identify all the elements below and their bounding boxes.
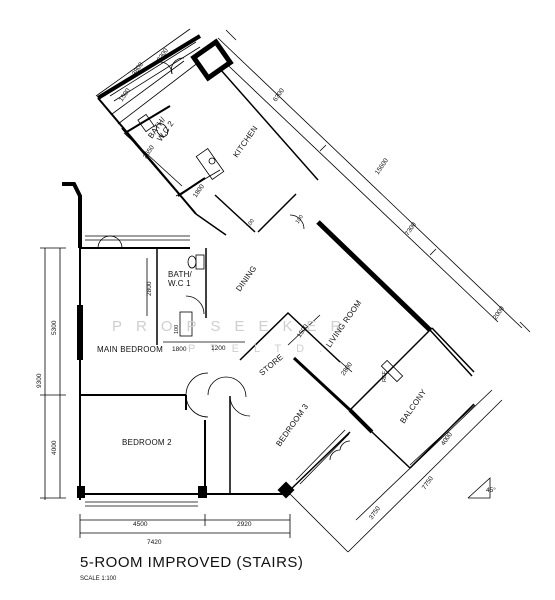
north-arrow: 45° — [467, 477, 496, 499]
dim-2920: 2920 — [237, 521, 252, 528]
dim-4000-left: 4000 — [51, 440, 58, 455]
bs-tag-1: 100 — [246, 218, 256, 229]
room-label-store: STORE — [258, 352, 286, 377]
dim-2000: 2000 — [492, 305, 506, 321]
dim-15600: 15600 — [374, 157, 390, 176]
dim-4500: 4500 — [133, 521, 148, 528]
watermark-line2: P T E L T D . — [188, 343, 328, 355]
dim-2800-bath: 2800 — [146, 281, 153, 296]
dimension-lines — [40, 28, 531, 553]
fixtures — [137, 113, 404, 383]
dim-9300: 9300 — [36, 373, 43, 388]
dim-2650: 2650 — [142, 144, 156, 160]
dim-7420: 7420 — [147, 539, 162, 546]
dim-7300: 7300 — [404, 221, 418, 237]
windows — [85, 41, 350, 507]
plan-title: 5-ROOM IMPROVED (STAIRS) — [80, 554, 303, 571]
room-label-bath-wc1-line2: W.C 1 — [168, 279, 191, 288]
dim-4000-balcony: 4000 — [440, 431, 454, 447]
dim-5300: 5300 — [51, 320, 58, 335]
dim-1800-bath: 1800 — [172, 346, 187, 353]
room-label-balcony: BALCONY — [398, 387, 428, 425]
watermark-line1: PROPSEEKER — [112, 318, 355, 335]
room-label-bedroom3: BEDROOM 3 — [274, 402, 310, 448]
room-label-dining: DINING — [234, 264, 258, 293]
bs-tags: 100 100 100 REF — [174, 214, 388, 382]
door-swings — [97, 57, 351, 461]
room-label-bedroom2: BEDROOM 2 — [122, 438, 172, 447]
bs-tag-2: 100 — [295, 214, 305, 225]
plan-scale: SCALE 1:100 — [80, 576, 117, 582]
room-label-bath-wc1-line1: BATH/ — [168, 270, 193, 279]
room-label-main-bedroom: MAIN BEDROOM — [97, 345, 163, 354]
dim-3750: 3750 — [368, 505, 382, 521]
angle-label: 45° — [486, 486, 496, 494]
dim-1200: 1200 — [211, 345, 226, 352]
room-label-kitchen: KITCHEN — [231, 124, 259, 159]
bs-tag-ref: REF — [382, 370, 388, 382]
dimension-labels: 3800 2300 1500 6300 15600 2650 1800 7300… — [36, 47, 506, 546]
bs-tag-3: 100 — [174, 325, 180, 334]
